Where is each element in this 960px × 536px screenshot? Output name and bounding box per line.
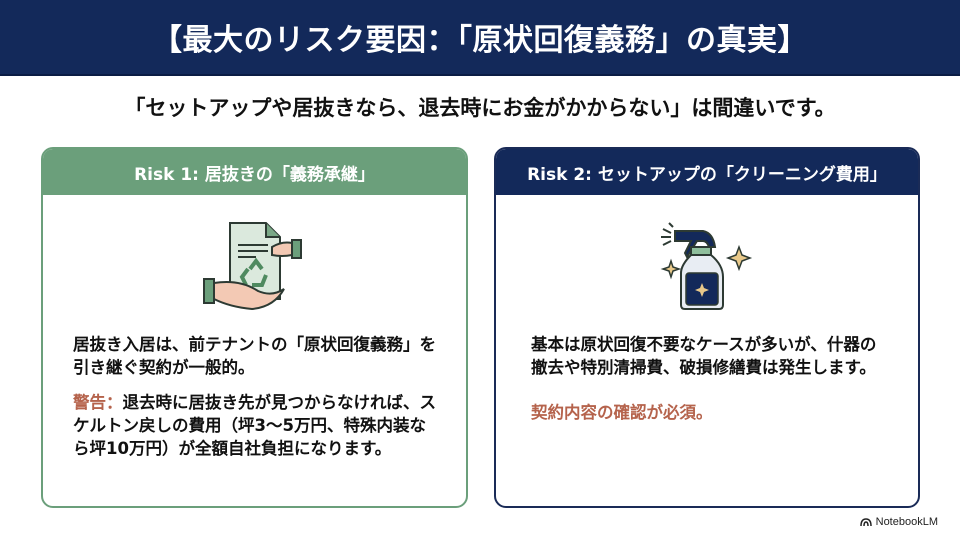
risk-card-2-header: Risk 2: セットアップの「クリーニング費用」 bbox=[496, 149, 918, 195]
page-title: 【最大のリスク要因：「原状回復義務」の真実】 bbox=[152, 23, 808, 58]
risk-card-1-body: 居抜き入居は、前テナントの「原状回復義務」を引き継ぐ契約が一般的。 bbox=[73, 335, 436, 377]
risk-card-2-body: 基本は原状回復不要なケースが多いが、什器の撤去や特別清掃費、破損修繕費は発生しま… bbox=[531, 335, 877, 377]
subtitle: 「セットアップや居抜きなら、退去時にお金がかからない」は間違いです。 bbox=[124, 96, 836, 120]
risk-card-1-header: Risk 1: 居抜きの「義務承継」 bbox=[43, 149, 466, 195]
risk-card-1-warning: 警告：退去時に居抜き先が見つからなければ、スケルトン戻しの費用（坪3〜5万円、特… bbox=[73, 391, 440, 460]
spray-bottle-icon bbox=[660, 222, 753, 310]
notebooklm-logo-icon bbox=[859, 518, 872, 527]
warning-text: 退去時に居抜き先が見つからなければ、スケルトン戻しの費用（坪3〜5万円、特殊内装… bbox=[73, 393, 436, 458]
risk-card-2-accent: 契約内容の確認が必須。 bbox=[531, 403, 713, 422]
brand-label: NotebookLM bbox=[875, 516, 938, 528]
document-handover-recycle-icon bbox=[202, 222, 302, 311]
risk-card-2: Risk 2: セットアップの「クリーニング費用」 基本は原状回復不要なケースが… bbox=[494, 147, 920, 508]
brand-watermark: NotebookLM bbox=[859, 516, 938, 528]
warning-label: 警告： bbox=[73, 393, 123, 412]
risk-card-1: Risk 1: 居抜きの「義務承継」 居抜き入居は、前テナントの「原状回復義務」… bbox=[41, 147, 468, 508]
title-band: 【最大のリスク要因：「原状回復義務」の真実】 bbox=[0, 0, 960, 76]
